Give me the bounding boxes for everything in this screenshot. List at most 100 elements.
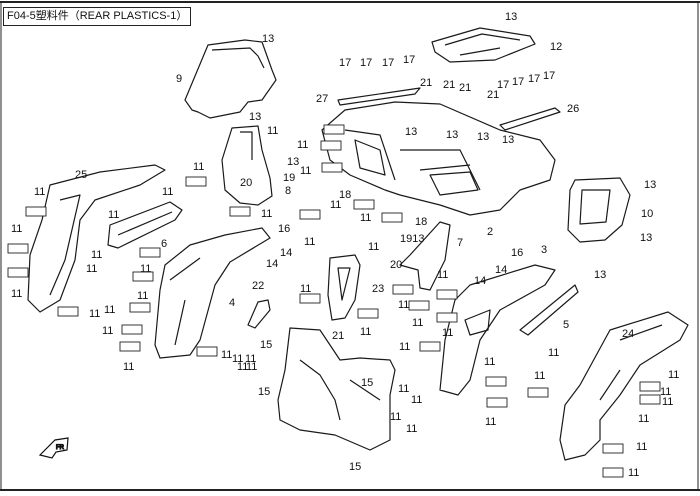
callout-11: 11 <box>237 361 248 373</box>
callout-13: 13 <box>640 232 652 244</box>
callout-17: 17 <box>403 54 415 66</box>
callout-11: 11 <box>232 353 243 365</box>
callout-13: 13 <box>505 11 517 23</box>
callout-11: 11 <box>534 370 545 382</box>
clip-icon <box>527 387 549 398</box>
callout-16: 16 <box>511 247 523 259</box>
callout-11: 11 <box>668 369 679 381</box>
part-4-side-panel <box>154 227 271 359</box>
callout-11: 11 <box>485 416 496 428</box>
callout-8: 8 <box>285 185 291 197</box>
clip-icon <box>408 300 430 311</box>
callout-23: 23 <box>372 283 384 295</box>
callout-11: 11 <box>398 383 409 395</box>
callout-11: 11 <box>300 165 311 177</box>
callout-11: 11 <box>89 308 100 320</box>
part-26-rack-rail <box>499 107 561 131</box>
callout-9: 9 <box>176 73 182 85</box>
clip-icon <box>185 176 207 187</box>
clip-icon <box>419 341 441 352</box>
callout-17: 17 <box>543 70 555 82</box>
part-10-tail-light <box>567 177 631 243</box>
callout-17: 17 <box>512 76 524 88</box>
callout-18: 18 <box>415 216 427 228</box>
callout-16: 16 <box>278 223 290 235</box>
front-label: FR <box>56 445 65 451</box>
clip-icon <box>639 394 661 405</box>
part-5-trim-strip <box>519 284 579 336</box>
callout-17: 17 <box>360 57 372 69</box>
callout-22: 22 <box>252 280 264 292</box>
callout-13: 13 <box>644 179 656 191</box>
clip-icon <box>57 306 79 317</box>
callout-11: 11 <box>406 423 417 435</box>
clip-icon <box>132 271 154 282</box>
callout-11: 11 <box>330 199 341 211</box>
part-12-storage-lid <box>431 27 536 63</box>
callout-11: 11 <box>140 263 151 275</box>
callout-11: 11 <box>245 353 256 365</box>
callout-14: 14 <box>495 264 507 276</box>
callout-11: 11 <box>399 341 410 353</box>
part-7-bracket <box>399 221 451 291</box>
clip-icon <box>139 247 161 258</box>
callout-11: 11 <box>267 125 278 137</box>
callout-14: 14 <box>266 258 278 270</box>
callout-17: 17 <box>528 73 540 85</box>
part-2-rear-fender <box>321 101 556 216</box>
clip-icon <box>353 199 375 210</box>
callout-27: 27 <box>316 93 328 105</box>
callout-11: 11 <box>123 361 134 373</box>
callout-13: 13 <box>287 156 299 168</box>
callout-11: 11 <box>411 394 422 406</box>
front-arrow-icon: FR <box>38 437 69 459</box>
clip-icon <box>602 443 624 454</box>
callout-11: 11 <box>660 386 671 398</box>
clip-icon <box>196 346 218 357</box>
callout-25: 25 <box>75 169 87 181</box>
callout-11: 11 <box>442 327 453 339</box>
callout-21: 21 <box>332 330 344 342</box>
callout-11: 11 <box>86 263 97 275</box>
callout-5: 5 <box>563 319 569 331</box>
part-3-side-panel <box>439 264 556 396</box>
callout-11: 11 <box>548 347 559 359</box>
part-24-right-fender <box>559 311 689 461</box>
callout-20: 20 <box>390 259 402 271</box>
clip-icon <box>119 341 141 352</box>
callout-11: 11 <box>34 186 45 198</box>
callout-2: 2 <box>487 226 493 238</box>
callout-14: 14 <box>474 275 486 287</box>
callout-13: 13 <box>405 126 417 138</box>
callout-13: 13 <box>502 134 514 146</box>
callout-17: 17 <box>382 57 394 69</box>
clip-icon <box>321 162 343 173</box>
callout-11: 11 <box>221 349 232 361</box>
callout-15: 15 <box>361 377 373 389</box>
callout-11: 11 <box>137 290 148 302</box>
callout-11: 11 <box>484 356 495 368</box>
callout-4: 4 <box>229 297 235 309</box>
clip-icon <box>486 397 508 408</box>
clip-icon <box>299 209 321 220</box>
callout-14: 14 <box>280 247 292 259</box>
callout-10: 10 <box>641 208 653 220</box>
clip-icon <box>229 206 251 217</box>
callout-13: 13 <box>446 129 458 141</box>
callout-11: 11 <box>104 304 115 316</box>
callout-11: 11 <box>102 325 113 337</box>
callout-11: 11 <box>108 209 119 221</box>
callout-21: 21 <box>420 77 432 89</box>
callout-18: 18 <box>339 189 351 201</box>
callout-11: 11 <box>11 288 22 300</box>
callout-11: 11 <box>300 283 311 295</box>
callout-12: 12 <box>550 41 562 53</box>
callout-11: 11 <box>304 236 315 248</box>
callout-11: 11 <box>261 208 272 220</box>
callout-11: 11 <box>11 223 22 235</box>
clip-icon <box>485 376 507 387</box>
part-1-splash-guard <box>277 327 396 451</box>
clip-symbols <box>7 124 661 478</box>
callout-11: 11 <box>246 361 257 373</box>
